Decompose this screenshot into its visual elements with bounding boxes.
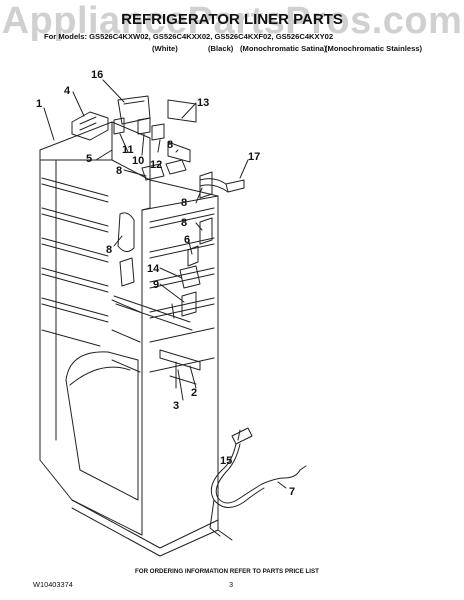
callout-7: 7	[289, 486, 295, 498]
watermark: AppliancePartsPros.com	[1, 0, 463, 42]
callout-13: 13	[197, 97, 209, 109]
callout-labels: 1 2 3 4 5 6 7 8 8 8 8 8 9 10 11 12 13 14…	[36, 69, 295, 498]
water-tube-assembly	[209, 427, 307, 541]
ordering-note: FOR ORDERING INFORMATION REFER TO PARTS …	[135, 568, 319, 575]
shelf-rail-parts	[113, 295, 201, 389]
page-number: 3	[229, 580, 234, 589]
callout-15: 15	[220, 455, 232, 467]
callout-4: 4	[64, 85, 71, 97]
callout-8: 8	[181, 197, 187, 209]
drain-tube	[199, 178, 245, 193]
variant-label: (Monochromatic Stainless)	[325, 44, 423, 53]
side-modules	[117, 171, 213, 317]
variant-label: (White)	[152, 44, 178, 53]
document-number: W10403374	[33, 580, 73, 589]
page-title: REFRIGERATOR LINER PARTS	[121, 11, 343, 28]
callout-8: 8	[181, 217, 187, 229]
callout-8: 8	[167, 139, 173, 151]
callout-5: 5	[86, 153, 92, 165]
callout-1: 1	[36, 98, 42, 110]
model-numbers: For Models: GS526C4KXW02, GS526C4KXX02, …	[44, 32, 334, 41]
leader-lines	[43, 79, 287, 489]
variant-label: (Monochromatic Satina)	[240, 44, 327, 53]
top-components	[71, 95, 197, 181]
callout-17: 17	[248, 151, 260, 163]
callout-12: 12	[150, 159, 162, 171]
callout-10: 10	[132, 155, 144, 167]
callout-9: 9	[153, 279, 159, 291]
callout-8: 8	[106, 244, 112, 256]
callout-11: 11	[122, 144, 134, 156]
callout-2: 2	[191, 387, 197, 399]
callout-3: 3	[173, 400, 179, 412]
callout-16: 16	[91, 69, 103, 81]
variant-label: (Black)	[208, 44, 234, 53]
liner-body	[39, 121, 219, 557]
callout-14: 14	[147, 263, 160, 275]
callout-8: 8	[116, 165, 122, 177]
callout-6: 6	[184, 234, 190, 246]
